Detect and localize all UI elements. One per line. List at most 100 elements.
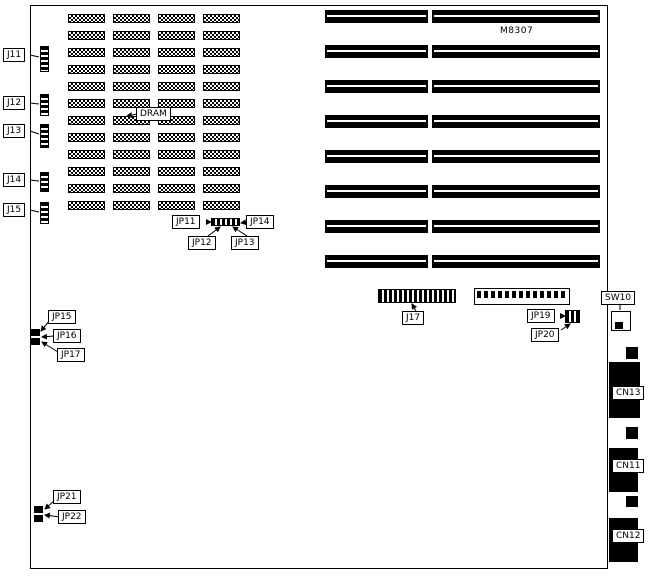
label-jp20: JP20 [531, 328, 559, 342]
pin-row [477, 291, 567, 298]
dram-chip [158, 48, 195, 57]
jumper-block-jp21-jp22 [34, 506, 43, 522]
dram-chip [158, 150, 195, 159]
dram-chip [158, 201, 195, 210]
label-j14: J14 [3, 173, 26, 187]
dram-chip [158, 65, 195, 74]
dram-chip [68, 167, 105, 176]
dram-chip [113, 82, 150, 91]
jumper-pin-block [31, 338, 40, 345]
expansion-slot [432, 80, 600, 93]
dram-chip [203, 133, 240, 142]
jumper-block-jp11-jp14 [211, 218, 240, 226]
dram-chip [68, 116, 105, 125]
label-cn11: CN11 [612, 459, 645, 473]
expansion-slot [432, 185, 600, 198]
expansion-slot [432, 45, 600, 58]
dram-chip [203, 14, 240, 23]
edge-block-2 [626, 427, 638, 439]
label-jp22: JP22 [58, 510, 86, 524]
dram-chip [203, 31, 240, 40]
switch-sw10 [611, 311, 631, 331]
jumper-pin-block [34, 515, 43, 522]
expansion-slot [432, 150, 600, 163]
dram-chip [203, 65, 240, 74]
dram-chip [113, 184, 150, 193]
label-jp12: JP12 [188, 236, 216, 250]
label-j15: J15 [3, 203, 26, 217]
expansion-slot [325, 80, 428, 93]
label-jp15: JP15 [48, 310, 76, 324]
dram-chip [113, 65, 150, 74]
jumper-jp19 [565, 310, 580, 323]
expansion-slot [325, 220, 428, 233]
expansion-slot [432, 255, 600, 268]
dram-chip [68, 184, 105, 193]
expansion-slot [432, 220, 600, 233]
dram-chip [203, 116, 240, 125]
label-jp17: JP17 [57, 348, 85, 362]
dram-chip [158, 133, 195, 142]
dram-chip [203, 201, 240, 210]
dram-chip [68, 201, 105, 210]
dram-chip [158, 184, 195, 193]
connector-j14 [40, 172, 49, 192]
dram-chip [203, 99, 240, 108]
dram-chip [113, 133, 150, 142]
dram-chip [113, 99, 150, 108]
model-label: M8307 [500, 26, 534, 36]
dram-chip [203, 184, 240, 193]
expansion-slot [325, 45, 428, 58]
dram-chip [113, 150, 150, 159]
dram-chip [113, 31, 150, 40]
expansion-slot [432, 115, 600, 128]
label-jp19: JP19 [527, 309, 555, 323]
dram-chip [158, 14, 195, 23]
dram-chip [113, 201, 150, 210]
connector-j12 [40, 94, 49, 116]
expansion-slot [432, 10, 600, 23]
label-j12: J12 [3, 96, 26, 110]
edge-block-3 [626, 496, 638, 507]
expansion-slot [325, 115, 428, 128]
switch-actuator [615, 322, 623, 329]
label-sw10: SW10 [601, 291, 636, 305]
dram-chip [68, 82, 105, 91]
expansion-slot [325, 10, 428, 23]
connector-j17 [378, 289, 456, 303]
jumper-pin-block [34, 506, 43, 513]
expansion-slot [325, 150, 428, 163]
label-cn13: CN13 [612, 386, 645, 400]
dram-chip [203, 167, 240, 176]
dram-chip [158, 99, 195, 108]
connector-j11 [40, 46, 49, 72]
label-cn12: CN12 [612, 529, 645, 543]
jumper-pin-block [31, 329, 40, 336]
dram-chip [203, 82, 240, 91]
dram-array [68, 14, 240, 210]
label-jp13: JP13 [231, 236, 259, 250]
label-jp14: JP14 [246, 215, 274, 229]
label-j11: J11 [3, 48, 26, 62]
dram-chip [158, 167, 195, 176]
dram-chip [68, 31, 105, 40]
expansion-slot [325, 255, 428, 268]
expansion-slot [325, 185, 428, 198]
label-j17: J17 [402, 311, 425, 325]
label-jp11: JP11 [172, 215, 200, 229]
dram-chip [68, 48, 105, 57]
dram-chip [203, 150, 240, 159]
dram-chip [113, 48, 150, 57]
edge-block-1 [626, 347, 638, 359]
dram-chip [68, 133, 105, 142]
dram-chip [68, 65, 105, 74]
connector-j15 [40, 202, 49, 224]
dram-chip [68, 150, 105, 159]
dram-chip [203, 48, 240, 57]
dram-chip [113, 167, 150, 176]
dram-chip [158, 82, 195, 91]
label-dram: DRAM [136, 107, 171, 121]
jumper-block-jp15-jp17 [31, 329, 40, 345]
label-jp16: JP16 [53, 329, 81, 343]
